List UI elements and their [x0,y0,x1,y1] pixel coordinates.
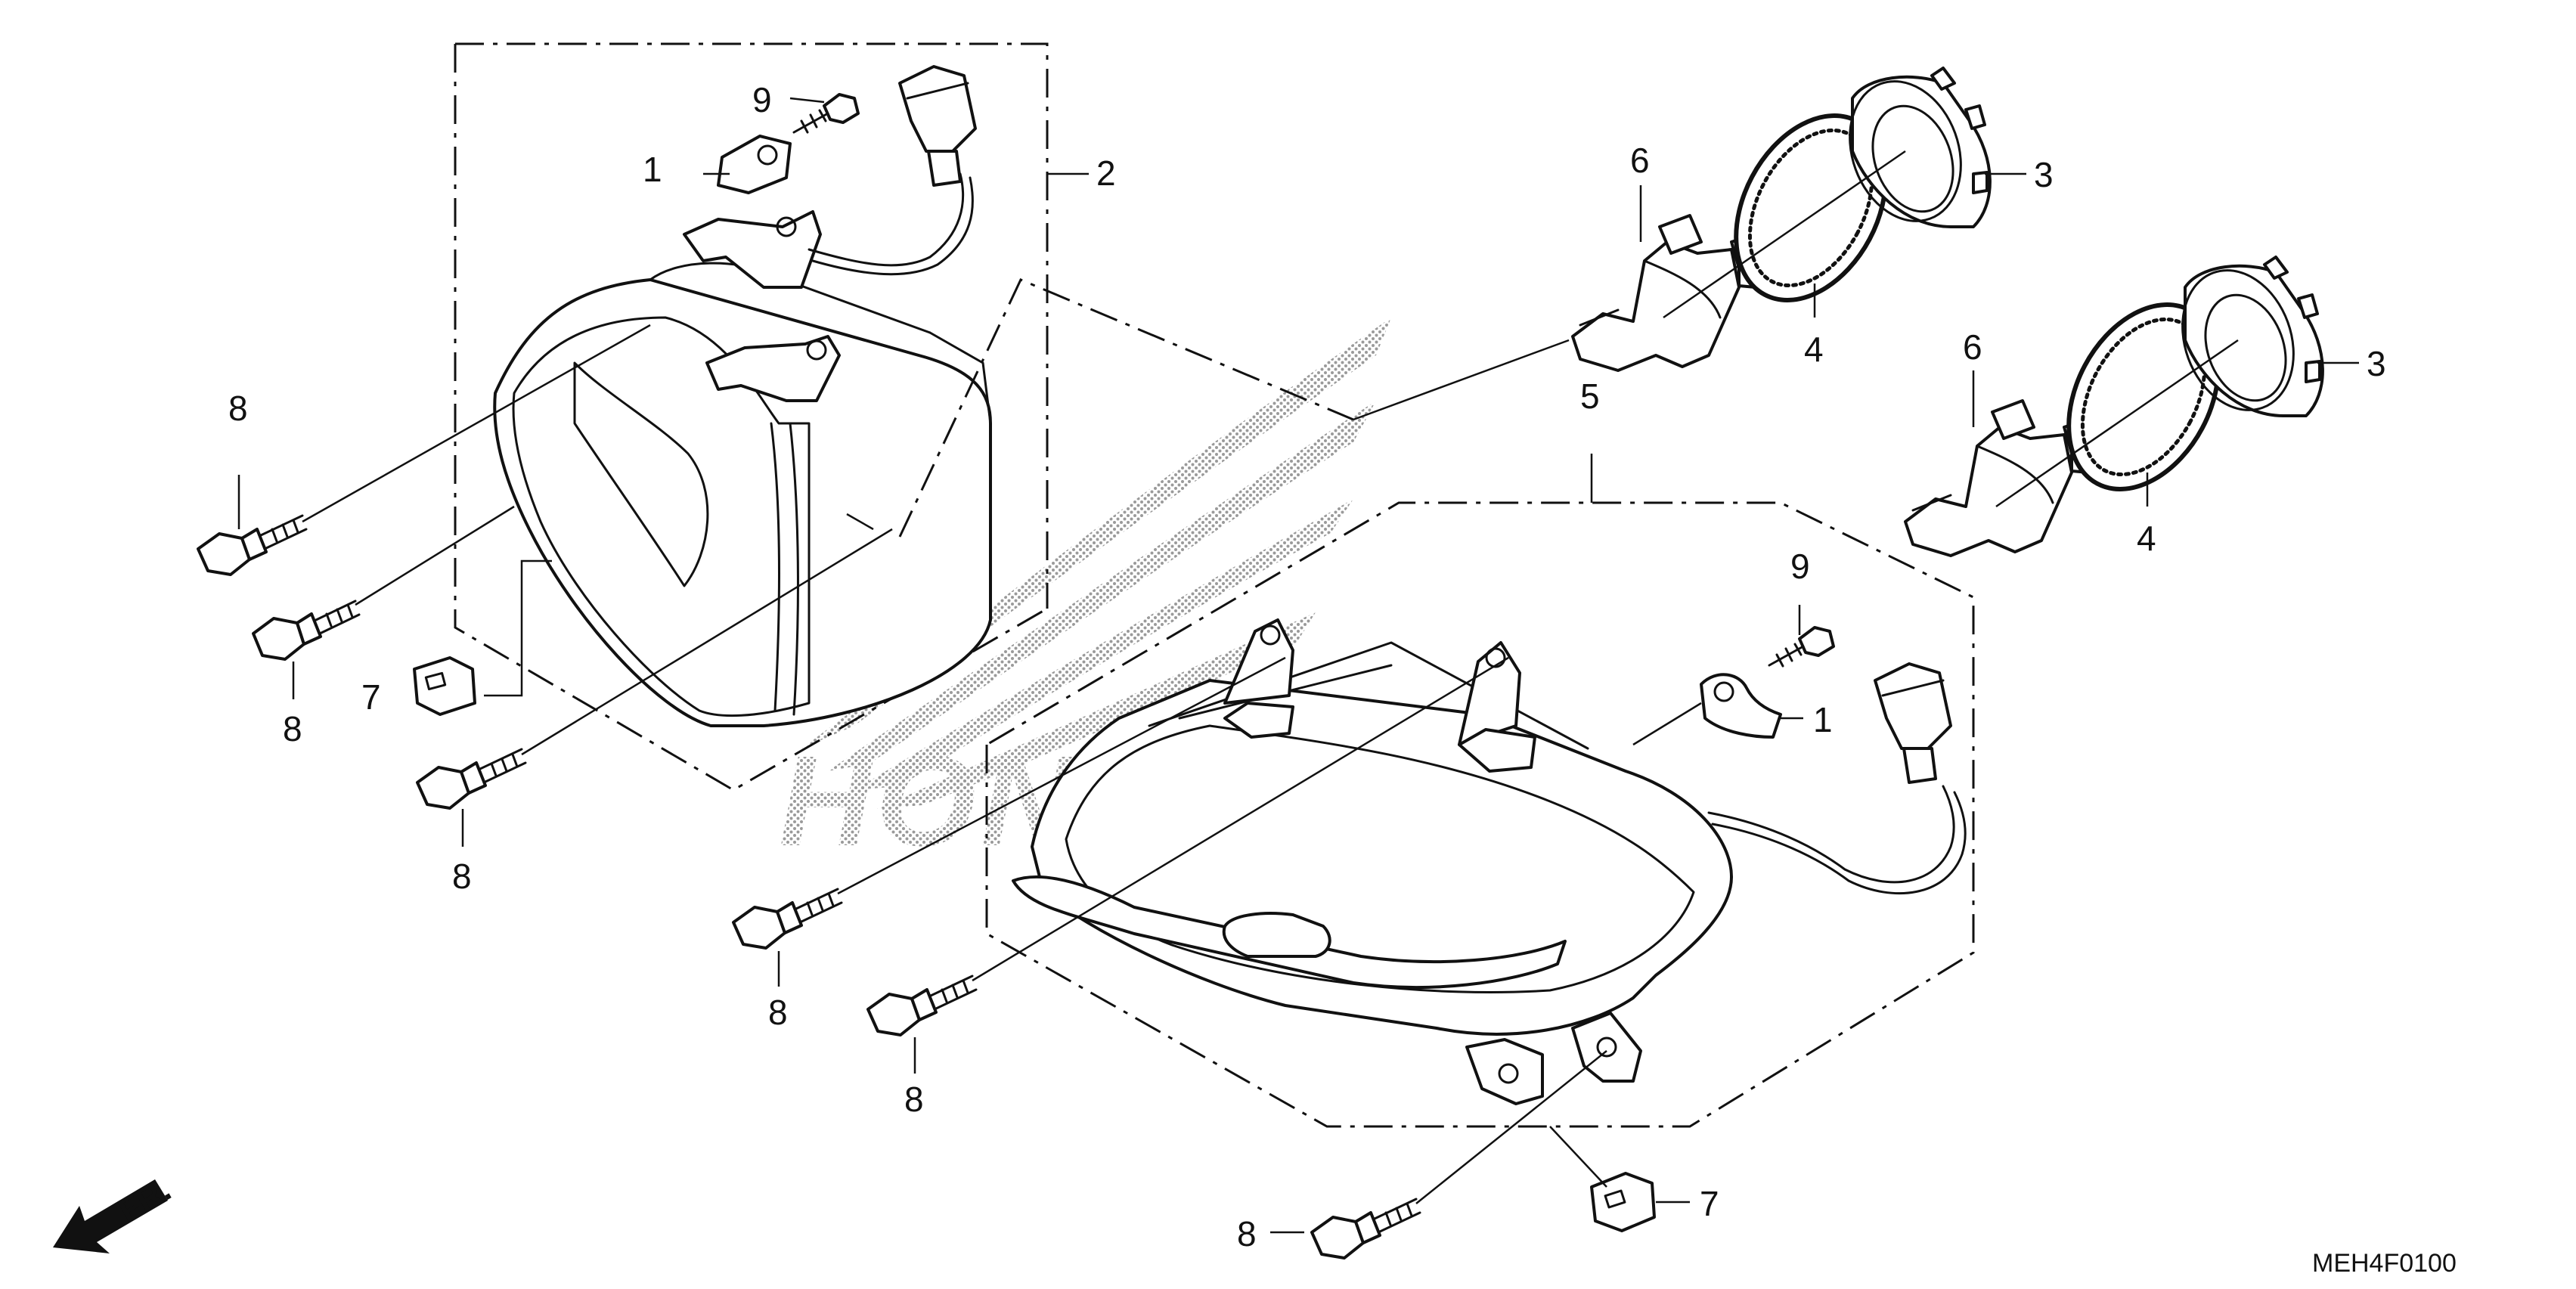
callout-lower-bulb: 6 [1963,327,1982,367]
callout-lower-bolt-3: 8 [1237,1214,1257,1253]
front-direction-arrow: FR. [53,1171,177,1253]
upper-flange-bolt-2 [252,600,361,661]
lower-flange-bolt-1 [732,888,843,950]
callout-lower-headlight: 5 [1580,376,1600,416]
callout-lower-socket-cover: 3 [2367,344,2386,383]
lower-clip-nut-part [1590,1172,1656,1232]
upper-flange-bolt-3 [416,748,527,810]
lower-headlight-assembly-frame [985,454,1975,1128]
callout-upper-clip: 1 [643,150,662,189]
lower-wiring-connector [1874,662,1952,784]
callout-upper-screw: 9 [752,80,772,119]
upper-wiring-connector [898,65,977,187]
upper-socket-cover-part [1849,67,1992,228]
callout-lower-clip: 1 [1813,700,1833,739]
upper-bulb-dash-frame [898,278,1570,538]
lower-flange-bolt-3 [1310,1198,1421,1260]
lower-bulb-part [1904,399,2092,557]
upper-clip-part [717,135,792,194]
lower-flange-bolt-2 [866,974,978,1036]
front-direction-arrow-icon [53,1179,168,1253]
callout-upper-bolt-2: 8 [283,709,302,748]
upper-leader-lines [302,97,893,756]
lower-socket-cover-part [2181,256,2324,417]
callout-upper-nut: 7 [361,677,381,717]
upper-flange-bolt-1 [197,514,308,576]
callout-lower-bolt-2: 8 [904,1080,924,1119]
callout-upper-bulb: 6 [1630,141,1650,180]
lower-clip-part [1700,673,1782,739]
lower-bulb-leaders [1972,339,2359,508]
lower-leader-lines [837,605,1803,1234]
callout-upper-headlight: 2 [1096,153,1116,193]
bolt-number-stems [237,475,916,1074]
callout-upper-bolt-3: 8 [452,857,472,896]
callout-lower-screw: 9 [1790,547,1810,586]
drawing-code: MEH4F0100 [2312,1249,2457,1278]
callout-lower-seal: 4 [2137,519,2156,558]
lower-screw-part [1768,626,1835,668]
upper-screw-part [792,93,860,134]
upper-bulb-part [1571,214,1759,372]
upper-headlight-unit [493,172,992,727]
lower-headlight-unit [1012,618,1967,1105]
callout-lower-nut: 7 [1700,1184,1719,1223]
callout-upper-socket-cover: 3 [2034,155,2054,194]
callout-upper-bolt-1: 8 [228,389,248,428]
callout-lower-bolt-1: 8 [768,993,788,1032]
upper-bulb-leaders [1639,150,2026,319]
callout-upper-seal: 4 [1804,330,1824,369]
upper-clip-nut-part [413,656,476,716]
callout-numbers: 9 1 2 8 8 8 7 6 4 3 6 4 3 5 9 1 8 8 8 7 [228,80,2386,1253]
